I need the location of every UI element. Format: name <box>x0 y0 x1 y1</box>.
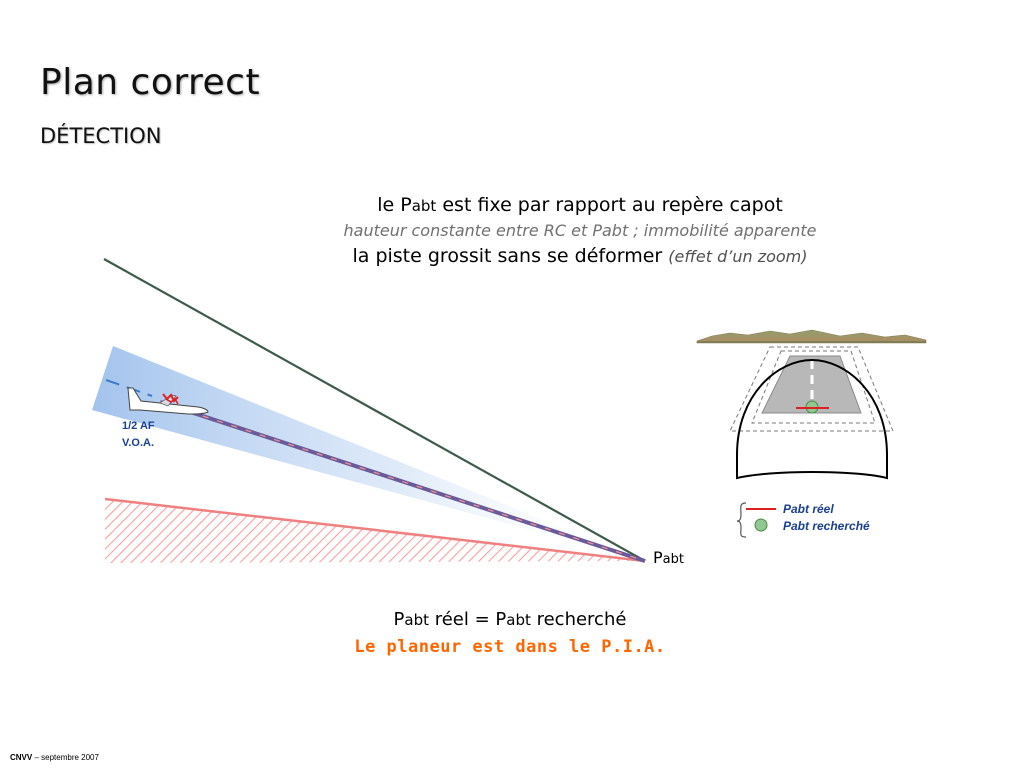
detection-cone <box>92 346 645 561</box>
cb-abt2: abt <box>506 611 531 629</box>
cb-end: recherché <box>530 609 627 630</box>
slide-title: Plan correct <box>40 62 261 103</box>
glider-label-1: 1/2 AF <box>122 420 155 432</box>
pabt-label-p: P <box>653 548 663 567</box>
pabt-label: Pabt <box>653 548 684 567</box>
caption-p: P <box>400 194 412 216</box>
footer: CNVV – septembre 2007 <box>10 753 99 762</box>
legend-brace <box>736 502 747 538</box>
cb-p1: P <box>393 609 405 630</box>
cb-abt1: abt <box>404 611 429 629</box>
caption-bottom-line-1: Pabt réel = Pabt recherché <box>310 606 710 634</box>
footer-org: CNVV <box>10 753 33 762</box>
canopy-frame <box>736 358 888 480</box>
glider-label-2: V.O.A. <box>122 437 154 449</box>
runway <box>761 355 862 414</box>
caption-line-3: la piste grossit sans se déformer (effet… <box>290 243 870 270</box>
caption-top: le Pabt est fixe par rapport au repère c… <box>290 192 870 270</box>
slide-subtitle: DÉTECTION <box>40 124 162 148</box>
pabt-label-abt: abt <box>663 552 684 567</box>
cb-p2: P <box>495 609 507 630</box>
caption-line-3-main: la piste grossit sans se déformer <box>352 245 669 267</box>
caption-bottom-line-2: Le planeur est dans le P.I.A. <box>354 637 666 657</box>
legend-pabt-recherche: Pabt recherché <box>783 519 870 533</box>
caption-line-2: hauteur constante entre RC et Pabt ; imm… <box>343 221 817 240</box>
glider-icon <box>127 387 209 415</box>
caption-le: le <box>377 194 401 216</box>
legend: Pabt réel Pabt recherché <box>736 502 870 538</box>
caption-abt: abt <box>411 197 437 215</box>
hills <box>696 329 927 344</box>
caption-line-1: le Pabt est fixe par rapport au repère c… <box>290 192 870 219</box>
legend-green-dot <box>754 518 768 532</box>
caption-line-3-note: (effet d’un zoom) <box>668 247 808 266</box>
runway-mid-frame <box>751 350 876 424</box>
footer-date: – septembre 2007 <box>32 753 99 762</box>
cb-mid: réel = <box>429 609 496 630</box>
caption-bottom: Pabt réel = Pabt recherché Le planeur es… <box>310 606 710 660</box>
legend-pabt-reel: Pabt réel <box>783 502 834 516</box>
upper-limit-line <box>103 258 646 562</box>
runway-outer-frame <box>729 346 894 432</box>
lower-limit-line <box>104 497 646 563</box>
caption-rest: est fixe par rapport au repère capot <box>436 194 783 216</box>
glide-path-dashes <box>159 401 646 562</box>
cockpit-view <box>696 329 927 480</box>
